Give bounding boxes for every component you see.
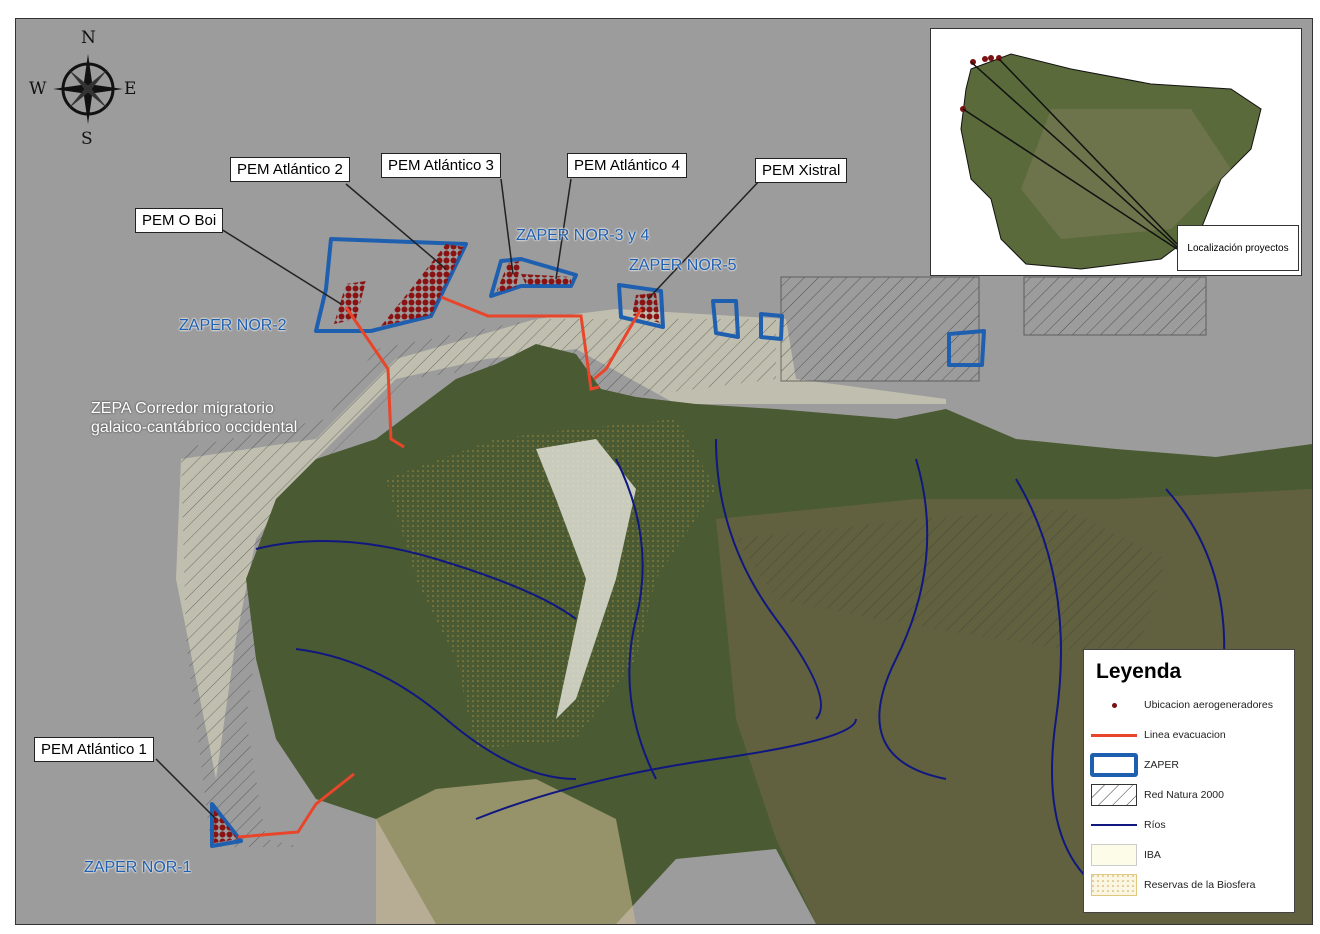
- zaper-nor2-outline: [314, 237, 468, 333]
- callout-pem-o-boi: PEM O Boi: [135, 208, 224, 233]
- zepa-line-1: ZEPA Corredor migratorio: [91, 400, 274, 417]
- map-canvas: [155, 178, 1312, 924]
- label-zaper-nor5: ZAPER NOR-5: [629, 257, 737, 274]
- zaper-box-2: [759, 312, 784, 341]
- legend-label: IBA: [1144, 849, 1161, 861]
- legend-label: Ríos: [1144, 819, 1166, 831]
- legend-label: Ubicacion aerogeneradores: [1144, 699, 1273, 711]
- label-zepa: ZEPA Corredor migratorio galaico-cantábr…: [91, 399, 297, 437]
- zaper-box-1: [711, 299, 740, 339]
- legend-item-red-natura: Red Natura 2000: [1084, 780, 1294, 810]
- turbines-atlantico-3: [496, 261, 521, 293]
- zaper-nor1-outline: [210, 802, 243, 848]
- evacuation-line-nor2: [344, 306, 405, 449]
- compass-e: E: [124, 79, 137, 99]
- dotted-swatch-icon: [1091, 874, 1137, 896]
- callout-pem-atlantico-3: PEM Atlántico 3: [381, 153, 501, 178]
- legend-item-iba: IBA: [1084, 840, 1294, 870]
- legend-label: ZAPER: [1144, 759, 1180, 771]
- inset-map: Localización proyectos: [930, 28, 1302, 276]
- label-zaper-nor1: ZAPER NOR-1: [84, 859, 192, 876]
- turbines-atlantico-2: [381, 244, 464, 326]
- legend-item-rivers: Ríos: [1084, 810, 1294, 840]
- legend-title: Leyenda: [1096, 660, 1182, 683]
- callout-pem-atlantico-4: PEM Atlántico 4: [567, 153, 687, 178]
- compass-n: N: [81, 28, 96, 48]
- compass-w: W: [29, 79, 47, 99]
- red-line-icon: [1091, 733, 1137, 737]
- label-zaper-nor2: ZAPER NOR-2: [179, 317, 287, 334]
- callout-pem-xistral: PEM Xistral: [755, 158, 848, 183]
- snow-area: [536, 439, 636, 719]
- turbines-xistral: [632, 293, 660, 323]
- zaper-nor34-outline: [489, 257, 578, 298]
- zepa-line-2: galaico-cantábrico occidental: [91, 419, 298, 436]
- red-natura-land: [736, 509, 1166, 659]
- river-line-icon: [1091, 824, 1137, 826]
- turbines-atlantico-4: [521, 274, 571, 285]
- zaper-nor5-outline: [617, 283, 665, 329]
- legend: Leyenda Ubicacion aerogeneradores Linea …: [1083, 649, 1295, 913]
- legend-label: Linea evacuacion: [1144, 729, 1226, 741]
- red-natura-sea-box: [1023, 276, 1207, 336]
- rivers: [255, 438, 1226, 900]
- turbines-o-boi: [334, 281, 366, 324]
- legend-item-evacuation-line: Linea evacuacion: [1084, 720, 1294, 750]
- compass-rose-icon: [53, 54, 123, 124]
- iba-land-portugal: [376, 779, 636, 924]
- evacuation-line-nor34: [440, 295, 600, 391]
- legend-label: Reservas de la Biosfera: [1144, 879, 1256, 891]
- inset-spain-map: [960, 53, 1262, 270]
- zaper-box-icon: [1090, 753, 1138, 777]
- iba-swatch-icon: [1091, 844, 1137, 866]
- evacuation-line-nor5: [593, 308, 643, 381]
- zaper-box-3: [947, 329, 986, 367]
- legend-label: Red Natura 2000: [1144, 789, 1224, 801]
- red-natura-sea: [181, 319, 776, 847]
- label-zaper-nor34: ZAPER NOR-3 y 4: [516, 227, 650, 244]
- compass-s: S: [81, 129, 93, 149]
- inset-label: Localización proyectos: [1177, 225, 1299, 271]
- legend-item-biosphere: Reservas de la Biosfera: [1084, 870, 1294, 900]
- legend-item-turbines: Ubicacion aerogeneradores: [1084, 690, 1294, 720]
- red-natura-sea-box: [780, 276, 980, 382]
- callout-pem-atlantico-2: PEM Atlántico 2: [230, 157, 350, 182]
- map-frame[interactable]: N S E W PEM O Boi PEM Atlántico 2 PEM At…: [15, 18, 1313, 925]
- hatch-icon: [1091, 784, 1137, 806]
- callout-pem-atlantico-1: PEM Atlántico 1: [34, 737, 154, 762]
- evacuation-line-nor1: [237, 772, 355, 839]
- turbine-dot-icon: [1111, 702, 1117, 708]
- turbines-atlantico-1: [214, 809, 238, 843]
- legend-item-zaper: ZAPER: [1084, 750, 1294, 780]
